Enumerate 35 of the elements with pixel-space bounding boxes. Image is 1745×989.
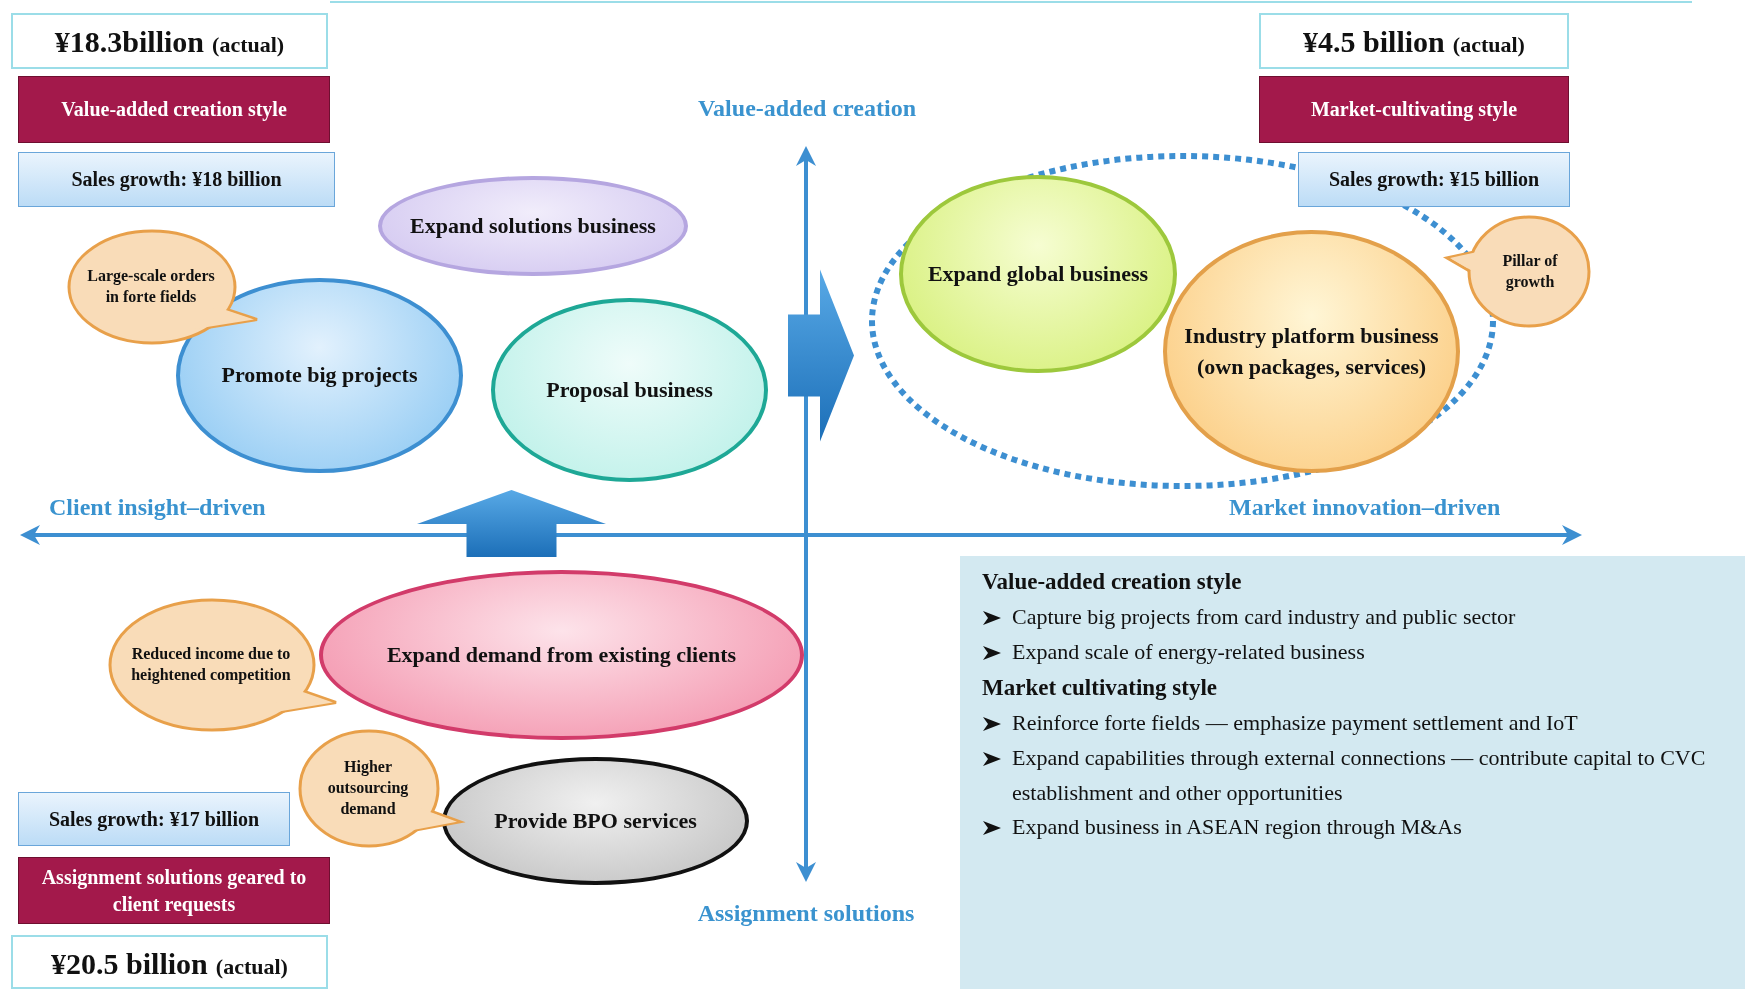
axis-label: Market innovation–driven bbox=[1229, 494, 1501, 521]
note-text: (actual) bbox=[215, 954, 288, 980]
bullet-text: Reinforce forte fields — emphasize payment settlement and IoT bbox=[1012, 709, 1578, 738]
ellipse-node: Expand solutions business bbox=[378, 176, 688, 276]
block-arrow bbox=[788, 269, 854, 442]
axis-label: Assignment solutions bbox=[696, 900, 916, 927]
sales-box: Sales growth: ¥17 billion bbox=[18, 792, 290, 846]
panel-heading: Market cultivating style bbox=[982, 673, 1219, 702]
style-box: Value-added creation style bbox=[18, 76, 330, 143]
note-text: (actual) bbox=[1452, 32, 1525, 58]
bullet-text: Expand business in ASEAN region through M&As bbox=[1012, 813, 1462, 842]
ellipse-node: Expand demand from existing clients bbox=[319, 570, 804, 740]
total-box bbox=[11, 935, 328, 989]
sales-box: Sales growth: ¥18 billion bbox=[18, 152, 335, 207]
axis-label: Client insight–driven bbox=[49, 494, 266, 521]
ellipse-node: Provide BPO services bbox=[442, 757, 749, 885]
amount-text: ¥20.5 billion bbox=[51, 947, 208, 981]
ellipse-node: Industry platform business (own packages, services) bbox=[1163, 230, 1460, 473]
bullet-text: Expand scale of energy-related business bbox=[1012, 638, 1365, 667]
note-text: (actual) bbox=[212, 32, 285, 58]
style-box: Assignment solutions geared to client requests bbox=[18, 857, 330, 924]
ellipse-node: Expand global business bbox=[899, 175, 1177, 373]
text-panel bbox=[960, 556, 1745, 989]
panel-heading: Value-added creation style bbox=[982, 568, 1243, 596]
sales-box: Sales growth: ¥15 billion bbox=[1298, 152, 1570, 207]
amount-text: ¥4.5 billion bbox=[1303, 25, 1445, 59]
ellipse-node: Proposal business bbox=[491, 298, 768, 482]
axis-label: Value-added creation bbox=[697, 95, 917, 122]
bullet-text: Capture big projects from card industry and public sector bbox=[1012, 603, 1516, 632]
total-box bbox=[11, 13, 328, 69]
amount-text: ¥18.3billion bbox=[54, 25, 205, 59]
bullet-text: Expand capabilities through external connections — contribute capital to CVC establishment and other opportunities bbox=[1012, 743, 1707, 807]
total-box bbox=[1259, 13, 1569, 69]
style-box: Market-cultivating style bbox=[1259, 76, 1569, 143]
block-arrow bbox=[417, 490, 606, 557]
